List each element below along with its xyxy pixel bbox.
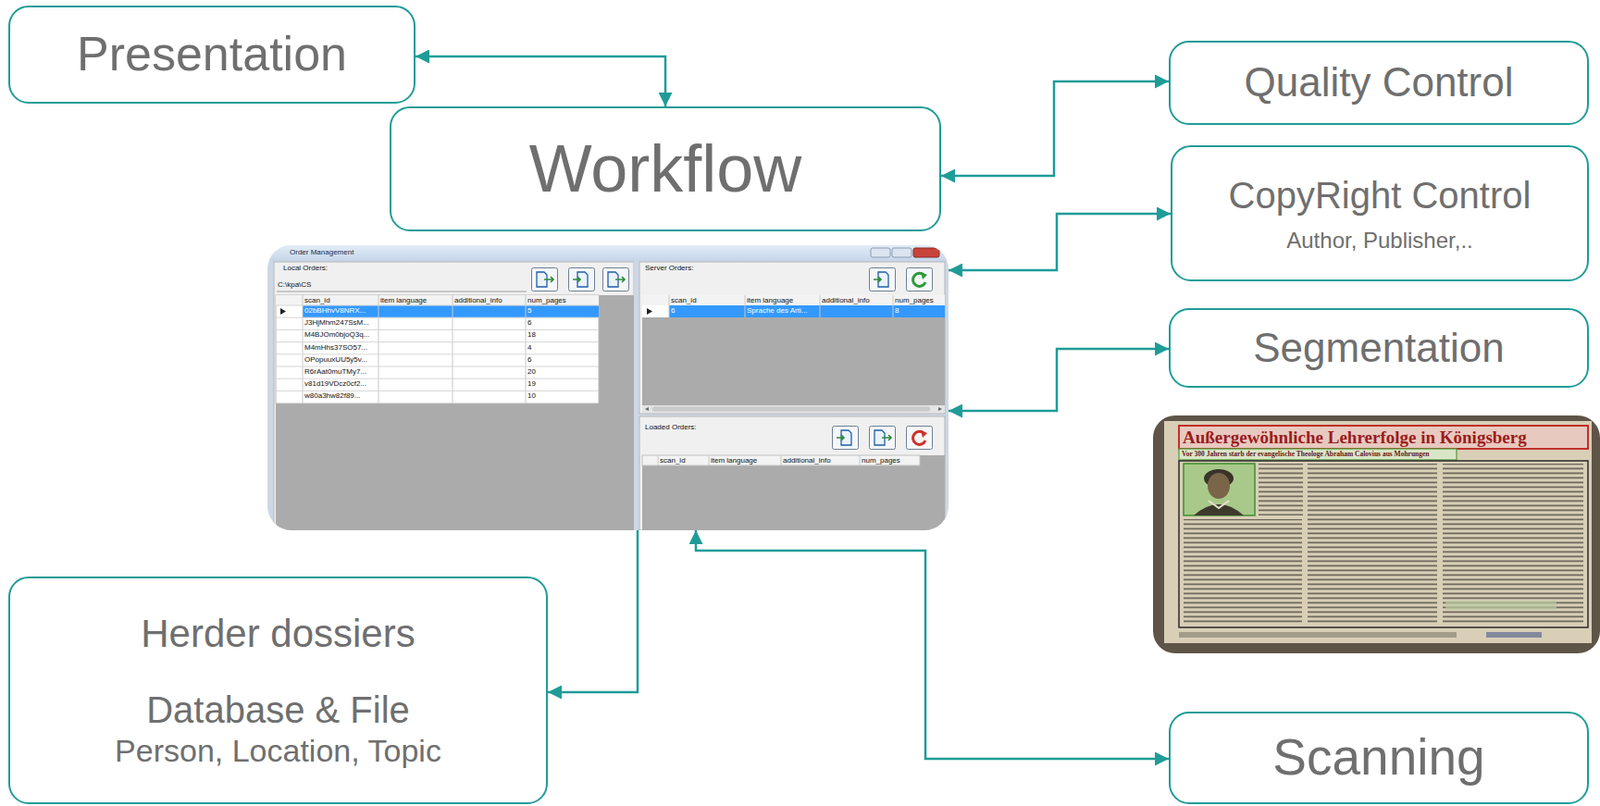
box-title: Segmentation xyxy=(1252,324,1505,373)
process-box: Segmentation xyxy=(1168,308,1589,388)
table-cell: num_pages xyxy=(861,456,901,466)
table-cell: 6 xyxy=(527,318,532,328)
connector-arrow xyxy=(941,81,1169,176)
table-cell: item language xyxy=(380,296,427,306)
box-title: Presentation xyxy=(76,26,348,83)
table-cell: 19 xyxy=(527,379,536,389)
table-cell: 8 xyxy=(894,306,899,316)
table-cell: 02bBHhvV8NRX... xyxy=(304,306,366,316)
table-cell: additional_info xyxy=(821,296,870,306)
screenshot-node: Order ManagementLocal Orders: C:\kpa\CS sc… xyxy=(267,245,949,531)
table-cell: num_pages xyxy=(527,296,567,306)
table-cell: num_pages xyxy=(894,296,934,306)
connector-arrow xyxy=(948,213,1171,271)
box-subtext: Author, Publisher,.. xyxy=(1286,227,1473,254)
table-cell: OPopuuxUU5y5v... xyxy=(304,355,368,365)
table-cell: Server Orders: xyxy=(644,263,694,273)
table-cell: 5 xyxy=(527,306,532,316)
box-title: Herder dossiers xyxy=(140,611,415,657)
box-subtext: Person, Location, Topic xyxy=(114,732,442,769)
table-cell: item language xyxy=(710,456,757,466)
table-cell: Local Orders: xyxy=(283,263,328,273)
table-cell: scan_id xyxy=(659,456,686,466)
table-cell: 4 xyxy=(527,343,532,353)
box-title: CopyRight Control xyxy=(1228,173,1532,217)
table-cell: additional_info xyxy=(782,456,832,466)
connector-arrow xyxy=(695,530,1169,759)
process-box: CopyRight ControlAuthor, Publisher,.. xyxy=(1170,145,1589,282)
box-title: Workflow xyxy=(529,130,803,208)
table-cell: J3HjMhm247SsM... xyxy=(304,318,370,328)
table-cell: w80a3hw82f89... xyxy=(304,391,361,401)
process-box: Quality Control xyxy=(1168,40,1589,125)
table-cell: item language xyxy=(746,296,794,306)
process-box: Presentation xyxy=(8,5,416,104)
screenshot-window xyxy=(267,245,949,531)
table-cell: C:\kpa\CS xyxy=(277,280,311,290)
connector-arrow xyxy=(547,530,638,693)
table-cell: 6 xyxy=(527,355,532,365)
process-box: Workflow xyxy=(389,106,942,232)
box-title: Quality Control xyxy=(1243,59,1514,107)
table-cell: R6rAat0muTMy7... xyxy=(304,367,367,377)
process-box: Herder dossiersDatabase & FilePerson, Lo… xyxy=(8,576,548,805)
table-cell: M4BJOm0bjoQ3q... xyxy=(304,330,370,340)
process-box: Scanning xyxy=(1168,711,1589,805)
table-cell: additional_info xyxy=(454,296,503,306)
newspaper-headline: Außergewöhnliche Lehrerfolge in Königsbe… xyxy=(1180,427,1529,448)
table-cell: 18 xyxy=(527,330,536,340)
window-title: Order Management xyxy=(289,248,354,258)
box-subtext: Database & File xyxy=(146,688,410,732)
table-cell: scan_id xyxy=(670,296,697,306)
table-cell: scan_id xyxy=(304,296,331,306)
table-cell: M4mHhs37SO57... xyxy=(304,343,368,353)
table-cell: 10 xyxy=(527,391,536,401)
table-cell: v81d19VDcz0cf2... xyxy=(304,379,367,389)
table-cell: Loaded Orders: xyxy=(644,422,697,433)
connector-arrow xyxy=(415,56,666,107)
connector-arrow xyxy=(948,348,1169,411)
table-cell: Sprache des Arti... xyxy=(746,306,807,316)
table-cell: 20 xyxy=(527,367,536,377)
newspaper-subheading: Vor 300 Jahren starb der evangelische Th… xyxy=(1180,449,1431,459)
table-cell: 6 xyxy=(670,306,675,316)
box-title: Scanning xyxy=(1272,728,1485,787)
